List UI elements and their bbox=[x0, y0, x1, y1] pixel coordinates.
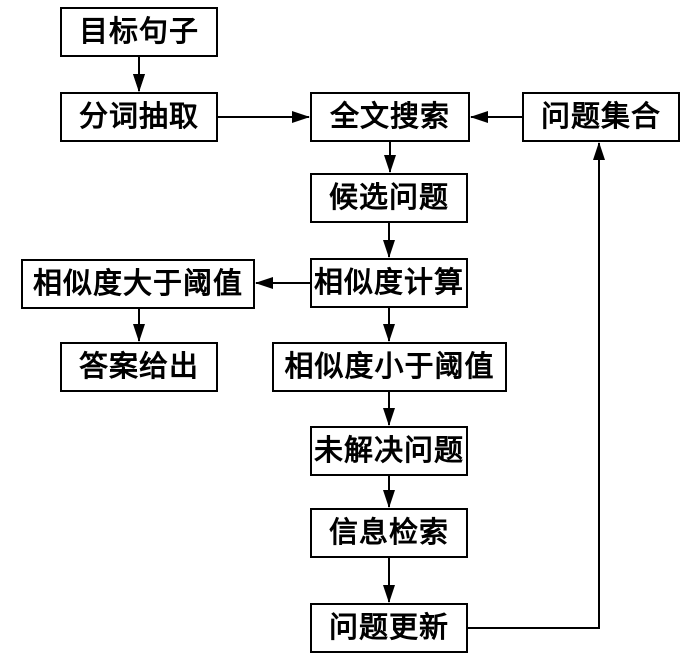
node-information-retrieval: 信息检索 bbox=[310, 508, 468, 558]
node-question-update: 问题更新 bbox=[310, 603, 468, 653]
node-similarity-above-threshold: 相似度大于阈值 bbox=[21, 259, 255, 309]
node-target-sentence: 目标句子 bbox=[60, 7, 218, 57]
node-full-text-search: 全文搜索 bbox=[310, 92, 470, 142]
node-word-segmentation-extract: 分词抽取 bbox=[60, 92, 218, 142]
edge-update-to-questionset bbox=[468, 142, 605, 629]
node-similarity-below-threshold: 相似度小于阈值 bbox=[272, 342, 507, 392]
node-similarity-calculation: 相似度计算 bbox=[310, 258, 468, 308]
arrowhead-target-to-segment bbox=[133, 74, 145, 92]
node-candidate-questions: 候选问题 bbox=[310, 173, 468, 223]
node-unsolved-questions: 未解决问题 bbox=[310, 426, 468, 476]
node-answer-output: 答案给出 bbox=[60, 342, 218, 392]
node-question-set: 问题集合 bbox=[522, 92, 680, 142]
